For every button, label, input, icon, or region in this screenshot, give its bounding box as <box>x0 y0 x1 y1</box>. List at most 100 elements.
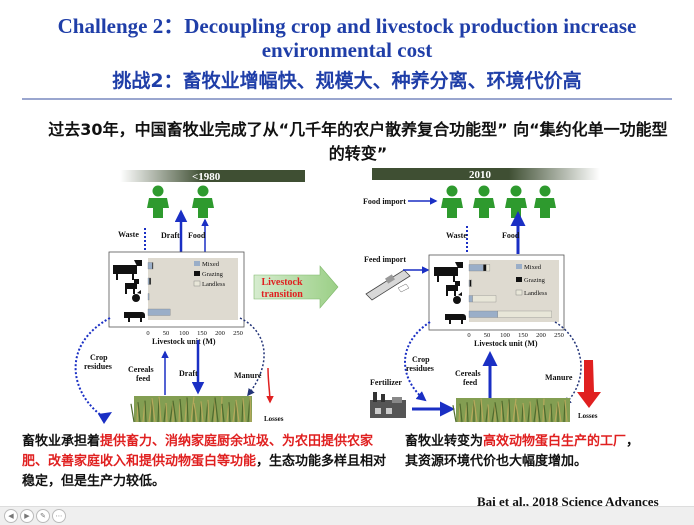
bar-landless-poultry <box>472 295 497 303</box>
legend-swatch-landless <box>193 280 201 287</box>
x-tick-label: 150 <box>197 330 207 337</box>
bar-grazing-sheep <box>149 277 152 285</box>
left-desc-highlight: 提供畜力、消纳家庭厨余垃圾、为农田提供农家肥、改善家庭收入和提供动物蛋白等功能 <box>22 434 374 469</box>
label-crop-residues-left: Crop residues <box>84 353 112 371</box>
menu-button[interactable]: ⋯ <box>52 509 66 523</box>
sheep-icon <box>446 281 460 296</box>
grass-blade <box>522 402 526 423</box>
factory-window <box>375 408 381 414</box>
bar-mixed-sheep <box>147 277 150 285</box>
bar-mixed-poultry <box>468 295 473 303</box>
grass-blade <box>529 401 532 423</box>
arrowhead <box>98 412 112 424</box>
grass-blade <box>130 403 135 423</box>
factory-tank <box>392 397 402 403</box>
label-food-left: Food <box>188 231 206 240</box>
left-crop-field <box>130 396 252 423</box>
grass-blade <box>193 402 198 423</box>
person-icon <box>473 185 495 218</box>
grass-blade <box>179 399 183 423</box>
grass-blade <box>487 404 490 423</box>
right-chart-legend: Mixed Grazing Landless <box>515 264 548 297</box>
grass-blade <box>228 402 231 423</box>
feed-label-line: feed <box>463 378 478 387</box>
bar-landless-cattle <box>486 264 491 272</box>
bar-grazing-cattle <box>483 264 487 272</box>
cereals-label-line: Cereals <box>455 369 481 378</box>
person-icon <box>505 185 527 218</box>
label-waste-left: Waste <box>118 230 139 239</box>
grass-blade <box>144 400 147 423</box>
person-icon <box>147 185 169 218</box>
ship-bridge <box>385 274 395 284</box>
title-divider <box>22 98 672 100</box>
label-draft-bottom-left: Draft <box>179 369 198 378</box>
bar-mixed-cattle <box>147 262 153 270</box>
right-year-label: 2010 <box>469 169 492 181</box>
x-tick-label: 250 <box>554 332 564 339</box>
chicken-icon <box>453 292 462 304</box>
legend-swatch-landless <box>515 289 523 296</box>
x-tick-label: 200 <box>536 332 546 339</box>
x-tick-label: 0 <box>467 332 470 339</box>
grass-blade <box>172 400 177 423</box>
grass-blade <box>165 402 168 423</box>
legend-swatch-grazing <box>516 277 522 282</box>
losses-arrow-right <box>577 360 601 408</box>
grass-blade <box>536 399 541 423</box>
grass-blade <box>494 402 499 423</box>
title-chinese: 挑战2：畜牧业增幅快、规模大、种养分离、环境代价高 <box>112 70 582 92</box>
x-tick-label: 0 <box>146 330 149 337</box>
losses-arrow-left <box>266 367 274 404</box>
pig-icon <box>124 312 145 322</box>
grass-blade <box>473 400 478 423</box>
bar-mixed-pig <box>147 308 171 316</box>
grass-blade <box>214 397 219 423</box>
grass-blade <box>501 400 505 423</box>
legend-grazing-left: Grazing <box>202 271 224 278</box>
label-draft-left: Draft <box>161 231 180 240</box>
crop-label-line: Crop <box>412 355 430 364</box>
bar-mixed-cattle <box>468 264 484 272</box>
bar-landless-sheep <box>471 279 473 287</box>
prev-slide-button[interactable]: ◀ <box>4 509 18 523</box>
right-year-banner <box>372 168 600 180</box>
person-icon <box>441 185 463 218</box>
next-slide-button[interactable]: ▶ <box>20 509 34 523</box>
manure-arrow-left <box>239 317 265 397</box>
pen-tool-button[interactable]: ✎ <box>36 509 50 523</box>
ship-cargo <box>397 283 410 293</box>
left-desc-part1: 畜牧业承担着 <box>22 434 101 449</box>
livestock-transition-arrow <box>253 265 339 309</box>
grass-blade <box>512 398 517 423</box>
grass-blade <box>542 398 545 423</box>
grass-blade <box>459 403 463 423</box>
right-animal-icons <box>434 262 466 324</box>
bar-grazing-cattle <box>152 262 154 270</box>
citation: Bai et al., 2018 Science Advances <box>477 494 659 509</box>
grass-blade <box>508 399 511 423</box>
grass-blade <box>190 396 195 423</box>
intro-text: 过去30年，中国畜牧业完成了从“几千年的农户散养复合功能型” 向“集约化单一功能… <box>48 120 668 163</box>
x-tick-label: 100 <box>179 330 189 337</box>
left-chart-legend: Mixed Grazing Landless <box>193 261 226 288</box>
residues-label-line: residues <box>84 362 112 371</box>
grass-blade <box>207 399 210 423</box>
right-desc-part3: ，其资源环境代价也大幅度增加。 <box>405 434 640 469</box>
legend-swatch-mixed <box>516 264 522 269</box>
grass-blade <box>242 398 246 423</box>
grass-blade <box>220 396 223 423</box>
factory-icon <box>370 392 406 418</box>
grass-blade <box>550 403 553 423</box>
right-description: 畜牧业转变为高效动物蛋白生产的工厂，其资源环境代价也大幅度增加。 <box>405 432 645 472</box>
crop-label-line: Crop <box>90 353 108 362</box>
x-tick-label: 50 <box>484 332 491 339</box>
label-food-import: Food import <box>363 197 406 206</box>
transition-label-line2: transition <box>261 289 303 300</box>
legend-grazing-right: Grazing <box>524 277 546 284</box>
crop-residues-loop-right <box>404 321 431 402</box>
x-tick-label: 150 <box>518 332 528 339</box>
bar-mixed-pig <box>468 310 498 318</box>
